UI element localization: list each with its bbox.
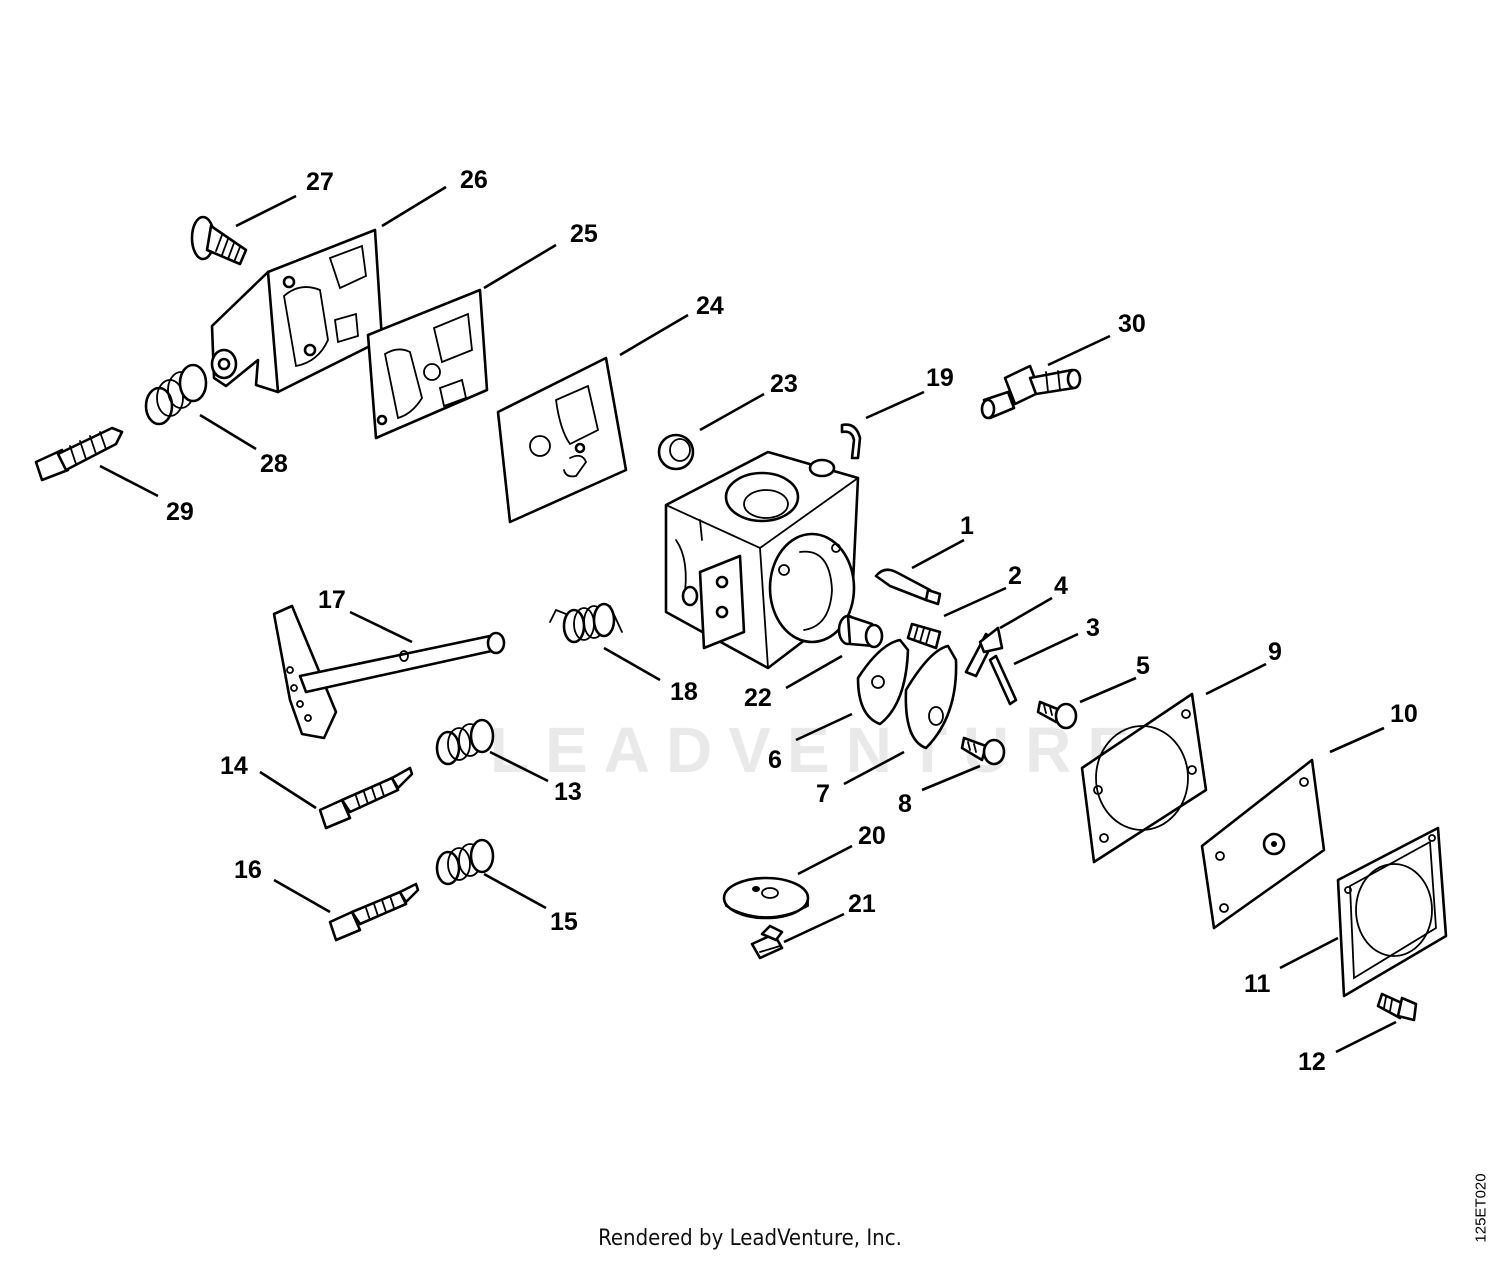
callout-24: 24 [696,292,724,320]
callout-17: 17 [318,586,346,614]
callout-30: 30 [1118,310,1146,338]
part-11-cover[interactable] [1336,826,1448,998]
part-28-spring[interactable] [144,363,208,426]
callout-23: 23 [770,370,798,398]
footer-credit: Rendered by LeadVenture, Inc. [598,1226,902,1251]
part-3-pin[interactable] [988,654,1018,706]
callout-4: 4 [1054,572,1068,600]
callout-12: 12 [1298,1048,1326,1076]
part-12-screw[interactable] [1376,992,1418,1022]
callout-5: 5 [1136,652,1150,680]
callout-26: 26 [460,166,488,194]
part-20-washer[interactable] [722,876,810,920]
leader-lines [99,185,1397,1054]
part-2-spring[interactable] [906,622,942,650]
part-18-spring[interactable] [549,602,623,644]
callout-20: 20 [858,822,886,850]
part-23-plug[interactable] [657,433,695,471]
callout-14: 14 [220,752,248,780]
callout-25: 25 [570,220,598,248]
part-10-diaphragm[interactable] [1200,758,1326,930]
callout-19: 19 [926,364,954,392]
part-26-pump-cover[interactable] [210,228,384,394]
callout-2: 2 [1008,562,1022,590]
part-5-screw[interactable] [1036,700,1078,730]
part-17-throttle-shaft[interactable] [272,604,506,740]
callout-9: 9 [1268,638,1282,666]
part-27-screw[interactable] [190,215,248,266]
callout-28: 28 [260,450,288,478]
callout-22: 22 [744,684,772,712]
part-19-clip[interactable] [840,423,862,460]
part-4-metering-lever[interactable] [964,626,1004,678]
part-16-adjusting-screw[interactable] [328,882,420,942]
part-8-screw[interactable] [960,736,1006,766]
part-14-adjusting-screw[interactable] [318,766,414,830]
part-9-gasket[interactable] [1080,692,1208,864]
callout-10: 10 [1390,700,1418,728]
part-13-spring[interactable] [435,718,495,766]
callout-8: 8 [898,790,912,818]
part-22-shaft[interactable] [837,614,884,649]
callout-16: 16 [234,856,262,884]
part-21-screw[interactable] [750,924,784,960]
watermark: LEADVENTURE [490,714,1146,786]
callout-27: 27 [306,168,334,196]
callout-3: 3 [1086,614,1100,642]
part-25-gasket[interactable] [366,288,489,440]
callout-29: 29 [166,498,194,526]
callout-1: 1 [960,512,974,540]
callout-labels: 1 2 3 4 5 6 7 8 9 10 11 12 13 14 15 16 1… [166,166,1418,1076]
part-29-screw[interactable] [34,426,124,482]
callout-7: 7 [816,780,830,808]
callout-6: 6 [768,746,782,774]
callout-15: 15 [550,908,578,936]
callout-18: 18 [670,678,698,706]
callout-13: 13 [554,778,582,806]
callout-11: 11 [1244,970,1271,998]
part-24-gasket[interactable] [496,356,628,524]
part-carburetor-body[interactable] [664,450,860,670]
callout-21: 21 [848,890,876,918]
part-1-inlet-needle[interactable] [874,568,942,606]
part-30-fitting[interactable] [980,364,1082,420]
part-6-throttle-plate[interactable] [856,638,910,726]
part-15-spring[interactable] [435,838,495,886]
part-7-choke-plate[interactable] [904,644,958,750]
